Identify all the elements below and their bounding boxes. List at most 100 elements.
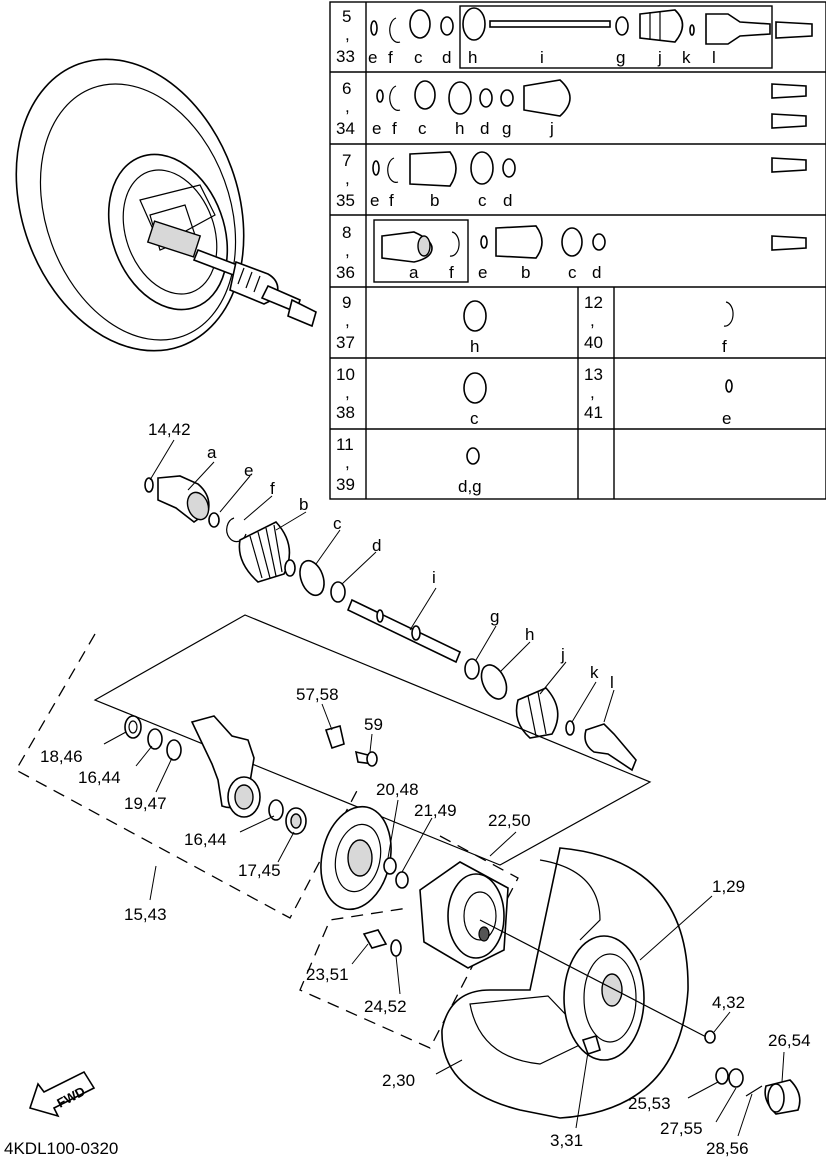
pair2-right-sep: , — [590, 383, 595, 402]
row3-letter-f: f — [389, 191, 394, 210]
row2-letter-h: h — [455, 119, 464, 138]
pair3-left-bottom: 39 — [336, 475, 355, 494]
pair1-right-part: f — [722, 337, 727, 356]
pair1-left-sep: , — [345, 311, 350, 330]
pair1-right-bottom: 40 — [584, 333, 603, 352]
callout-i: i — [432, 568, 436, 587]
row1-letter-j: j — [657, 48, 662, 67]
brake-hub-parts — [320, 805, 509, 969]
row2-letter-g: g — [502, 119, 511, 138]
pair3-left-sep: , — [345, 453, 350, 472]
fwd-arrow-icon: FWD — [28, 1070, 96, 1118]
pair1-left-part: h — [470, 337, 479, 356]
callout-59: 59 — [364, 715, 383, 734]
callout-j: j — [560, 645, 565, 664]
callout-3-31: 3,31 — [550, 1131, 583, 1150]
callout-17-45: 17,45 — [238, 861, 281, 880]
row1-ref-top: 5 — [342, 7, 351, 26]
wheel-parts — [441, 847, 801, 1119]
row4-letter-f: f — [449, 263, 454, 282]
callout-18-46: 18,46 — [40, 747, 83, 766]
callout-e: e — [244, 461, 253, 480]
row4-ref-bottom: 36 — [336, 263, 355, 282]
row4-letter-b: b — [521, 263, 530, 282]
row1-letter-h: h — [468, 48, 477, 67]
drive-shaft-parts — [144, 475, 637, 772]
callout-c: c — [333, 514, 342, 533]
pair1-right-sep: , — [590, 311, 595, 330]
callout-20-48: 20,48 — [376, 780, 419, 799]
callout-h: h — [525, 625, 534, 644]
row2-ref-sep: , — [345, 97, 350, 116]
wheel-assembly-overview — [15, 58, 317, 352]
row1-letter-d: d — [442, 48, 451, 67]
row2-letter-d: d — [480, 119, 489, 138]
leader-lines — [103, 439, 785, 1137]
row1-ref-sep: , — [345, 25, 350, 44]
hub-group-outline — [299, 835, 519, 1049]
row2-ref-bottom: 34 — [336, 119, 355, 138]
callout-d: d — [372, 536, 381, 555]
row1-letter-c: c — [414, 48, 423, 67]
callout-16-44-upper: 16,44 — [78, 768, 121, 787]
callout-l: l — [610, 673, 614, 692]
row1-letter-f: f — [388, 48, 393, 67]
callout-23-51: 23,51 — [306, 965, 349, 984]
knuckle-parts — [124, 715, 378, 835]
table-row-3-parts — [372, 151, 807, 187]
pair2-right-top: 13 — [584, 365, 603, 384]
row2-letter-j: j — [549, 119, 554, 138]
row1-letter-i: i — [540, 48, 544, 67]
row4-letter-c: c — [568, 263, 577, 282]
pair1-left-top: 9 — [342, 293, 351, 312]
callout-25-53: 25,53 — [628, 1094, 671, 1113]
callout-1-29: 1,29 — [712, 877, 745, 896]
pair2-left-top: 10 — [336, 365, 355, 384]
knuckle-group-outline — [15, 633, 361, 919]
callout-2-30: 2,30 — [382, 1071, 415, 1090]
callout-19-47: 19,47 — [124, 794, 167, 813]
callout-26-54: 26,54 — [768, 1031, 811, 1050]
callout-14-42: 14,42 — [148, 420, 191, 439]
table-row-1-parts — [370, 7, 813, 45]
row2-letter-f: f — [392, 119, 397, 138]
row3-letter-e: e — [370, 191, 379, 210]
row2-letter-c: c — [418, 119, 427, 138]
row3-letter-d: d — [503, 191, 512, 210]
callout-24-52: 24,52 — [364, 997, 407, 1016]
drawing-code: 4KDL100-0320 — [4, 1139, 118, 1158]
callout-f: f — [270, 479, 275, 498]
row1-letter-l: l — [712, 48, 716, 67]
pair1-right-top: 12 — [584, 293, 603, 312]
row1-letter-g: g — [616, 48, 625, 67]
row3-ref-top: 7 — [342, 151, 351, 170]
parts-table-grid — [329, 1, 826, 500]
row3-letter-b: b — [430, 191, 439, 210]
callout-a: a — [207, 443, 217, 462]
pair2-left-part: c — [470, 409, 479, 428]
row4-letter-e: e — [478, 263, 487, 282]
pair2-left-sep: , — [345, 383, 350, 402]
row4-letter-d: d — [592, 263, 601, 282]
row4-ref-top: 8 — [342, 223, 351, 242]
table-pair-parts — [463, 300, 734, 465]
callout-k: k — [590, 663, 599, 682]
pair2-right-part: e — [722, 409, 731, 428]
callout-21-49: 21,49 — [414, 801, 457, 820]
pair3-left-top: 11 — [336, 435, 354, 454]
pair3-left-part: d,g — [458, 477, 482, 496]
pair2-right-bottom: 41 — [584, 403, 603, 422]
row3-letter-c: c — [478, 191, 487, 210]
row2-ref-top: 6 — [342, 79, 351, 98]
pair1-left-bottom: 37 — [336, 333, 355, 352]
row1-letter-e: e — [368, 48, 377, 67]
row3-ref-bottom: 35 — [336, 191, 355, 210]
callout-22-50: 22,50 — [488, 811, 531, 830]
callout-27-55: 27,55 — [660, 1119, 703, 1138]
pair2-left-bottom: 38 — [336, 403, 355, 422]
row3-ref-sep: , — [345, 169, 350, 188]
row4-letter-a: a — [409, 263, 419, 282]
callout-b: b — [299, 495, 308, 514]
callout-57-58: 57,58 — [296, 685, 339, 704]
